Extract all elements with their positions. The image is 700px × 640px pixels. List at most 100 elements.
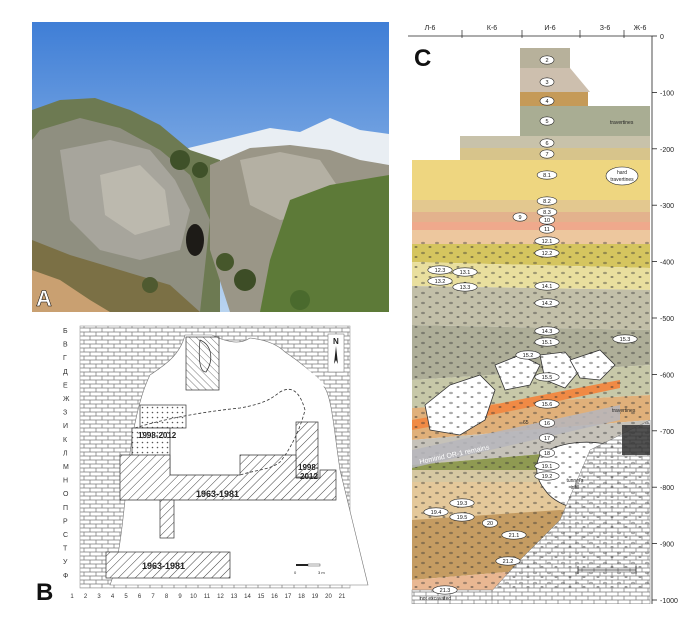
col-label: 19 <box>312 594 319 600</box>
layer-label: 9 <box>518 215 521 221</box>
layer-label: 13.1 <box>460 270 471 276</box>
layer-oval <box>534 281 560 291</box>
layer-label: 20 <box>487 521 493 527</box>
col-label: 8 <box>165 594 169 600</box>
row-label: Т <box>63 546 68 553</box>
depth-tick-label: -600 <box>660 372 674 379</box>
layer-label: 21.1 <box>509 533 520 539</box>
layer-label: 19.3 <box>457 501 468 507</box>
col-label: 3 <box>97 594 101 600</box>
col-label: 13 <box>231 594 238 600</box>
row-label: К <box>63 437 68 444</box>
scale-3m: 3 m <box>318 570 325 575</box>
layer-label: 8.1 <box>543 173 551 179</box>
row-label: З <box>63 410 67 417</box>
row-label: М <box>63 464 69 471</box>
annot-travertines-2: travertines <box>612 408 636 414</box>
depth-tick-label: -500 <box>660 316 674 323</box>
depth-tick-label: -300 <box>660 203 674 210</box>
col-label: 10 <box>190 594 197 600</box>
row-label: Б <box>63 328 68 335</box>
row-label: В <box>63 342 68 349</box>
depth-tick-label: -700 <box>660 429 674 436</box>
col-label: 2 <box>84 594 88 600</box>
row-label: Г <box>63 355 67 362</box>
col-label: 9 <box>178 594 182 600</box>
panel-b-label: B <box>36 579 53 606</box>
col-label: 14 <box>244 594 251 600</box>
layer-label: 15.2 <box>523 353 534 359</box>
layer-oval <box>539 149 555 159</box>
layer-oval <box>539 224 555 234</box>
layer-oval <box>515 350 541 360</box>
layer-label: 17 <box>544 436 550 442</box>
panel-a-label: A <box>36 286 52 311</box>
row-label: Р <box>63 518 68 525</box>
layer-label: 4 <box>545 99 548 105</box>
annot-infill: infill <box>571 485 580 491</box>
layer-oval <box>534 337 560 347</box>
col-label: 6 <box>138 594 142 600</box>
annot-not-excavated: not excavated <box>420 596 451 602</box>
layer-label: 15.3 <box>620 337 631 343</box>
layer-oval <box>534 248 560 258</box>
layer-label: 2 <box>545 58 548 64</box>
excavation-label-1: 1998-2012 <box>138 431 177 440</box>
layer-label: 19.5 <box>457 515 468 521</box>
top-col-label: Л-6 <box>425 25 436 32</box>
layer-label: 15.5 <box>542 375 553 381</box>
row-label: П <box>63 505 68 512</box>
depth-tick-label: -900 <box>660 542 674 549</box>
row-label: И <box>63 423 68 430</box>
layer-oval <box>512 212 528 222</box>
layer-label: 21.3 <box>440 588 451 594</box>
col-label: 1 <box>70 594 74 600</box>
row-label: С <box>63 532 68 539</box>
layer-label: 8.2 <box>543 199 551 205</box>
layer-oval <box>495 556 521 566</box>
annot-tunnel: tunnel's <box>566 478 584 484</box>
panel-c-label: C <box>414 45 431 72</box>
layer-label: 8.3 <box>543 210 551 216</box>
annot-hard-travertines: travertines <box>610 177 634 183</box>
top-col-label: З-6 <box>600 25 611 32</box>
layer-label: 21.2 <box>503 559 514 565</box>
layer-oval <box>534 399 560 409</box>
top-col-label: К-6 <box>487 25 497 32</box>
col-label: 18 <box>298 594 305 600</box>
layer-oval <box>452 267 478 277</box>
layer-oval <box>536 170 558 180</box>
layer-oval <box>423 507 449 517</box>
layer-label: 12.2 <box>542 251 553 257</box>
row-label: Л <box>63 450 68 457</box>
row-label: Ж <box>63 396 70 403</box>
depth-tick-label: -100 <box>660 90 674 97</box>
layer-oval <box>539 138 555 148</box>
layer-oval <box>534 461 560 471</box>
depth-axis: 0-100-200-300-400-500-600-700-800-900-10… <box>652 34 678 605</box>
layer-oval <box>427 276 453 286</box>
row-label: О <box>63 491 69 498</box>
layer-label: 6 <box>545 141 548 147</box>
layer-oval <box>539 448 555 458</box>
layer-oval <box>534 471 560 481</box>
layer-oval <box>539 418 555 428</box>
col-label: 7 <box>151 594 155 600</box>
excavation-label-4: 1963-1981 <box>142 561 185 571</box>
depth-tick-label: 0 <box>660 34 664 41</box>
layer-oval <box>612 334 638 344</box>
layer-label: 19.2 <box>542 474 553 480</box>
excavation-label-3: 1963-1981 <box>196 489 239 499</box>
layer-oval <box>501 530 527 540</box>
layer-label: 12.1 <box>542 239 553 245</box>
layer-oval <box>482 518 498 528</box>
row-label: У <box>63 559 68 566</box>
layer-label: 15.6 <box>542 402 553 408</box>
layer-label: 7 <box>545 152 548 158</box>
depth-tick-label: -1000 <box>660 598 678 605</box>
layer-label: 19.1 <box>542 464 553 470</box>
top-col-label: И-6 <box>544 25 555 32</box>
layer-oval <box>427 265 453 275</box>
